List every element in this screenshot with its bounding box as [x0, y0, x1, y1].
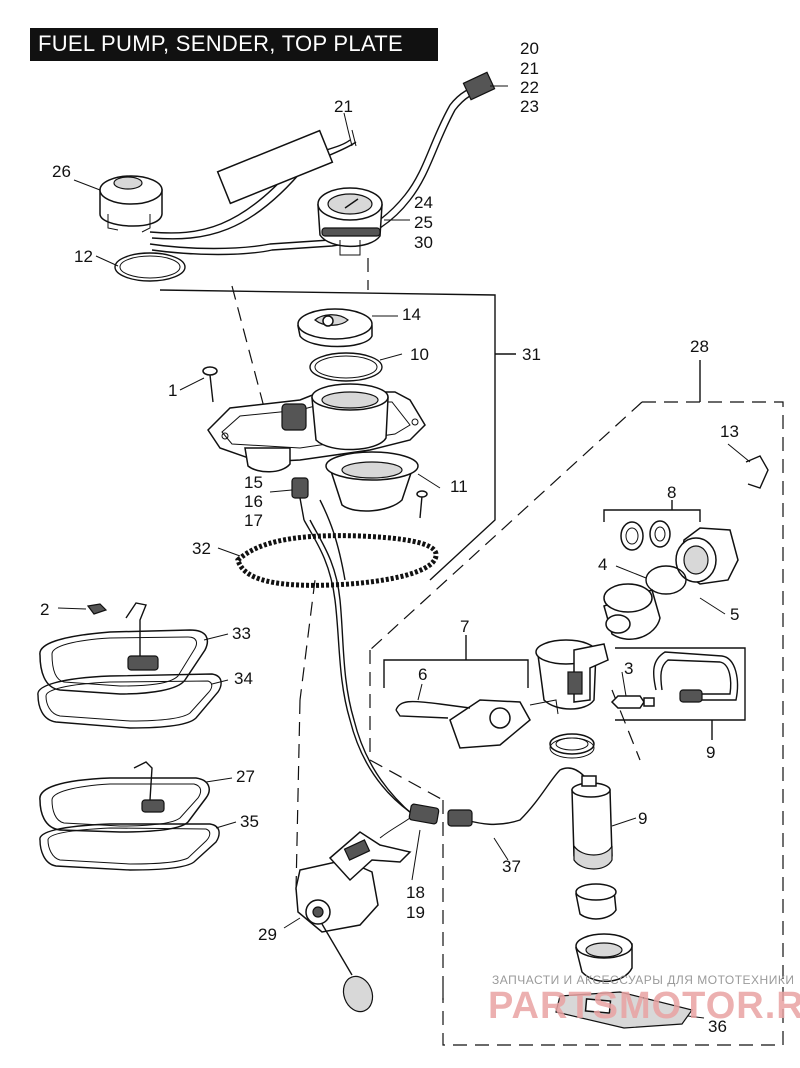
callout-15: 15 [244, 473, 263, 492]
dashed-low-28 [369, 759, 444, 801]
callout-26: 26 [52, 162, 71, 181]
dash-plate-to-sender [299, 579, 316, 701]
o-ring-4 [645, 565, 687, 595]
callout-5: 5 [730, 605, 739, 624]
wire-37 [447, 767, 585, 827]
leader-lines [57, 85, 751, 1019]
screw-1 [202, 366, 218, 403]
callout-9-pump: 9 [638, 809, 647, 828]
hose-9 [652, 651, 739, 703]
cover-14 [297, 308, 373, 348]
callout-24: 24 [414, 193, 433, 212]
fuel-gauge-24 [317, 187, 383, 256]
callout-30: 30 [414, 233, 433, 252]
callout-27: 27 [236, 767, 255, 786]
callout-2: 2 [40, 600, 49, 619]
bracket-31 [159, 289, 496, 581]
regulator-housing [675, 527, 739, 585]
callout-6: 6 [418, 665, 427, 684]
pump-bracket-7 [449, 639, 609, 749]
callout-34: 34 [234, 669, 253, 688]
valve-3 [610, 695, 655, 709]
dash-sender-vert [295, 699, 301, 891]
fuel-pump-9 [571, 775, 613, 870]
strainer-36 [555, 991, 694, 1029]
fuel-sender-29 [295, 831, 412, 1013]
watermark-tagline: ЗАПЧАСТИ И АКСЕССУАРЫ ДЛЯ МОТОТЕХНИКИ [492, 973, 794, 987]
gasket-34 [37, 673, 222, 729]
seal-10 [309, 352, 383, 382]
title-bar [30, 28, 438, 61]
sender-wires [303, 499, 415, 839]
dashed-box-28 [442, 401, 784, 1046]
connector-18 [408, 803, 440, 825]
plate-27 [39, 761, 210, 833]
filter-5 [603, 583, 661, 640]
callout-4: 4 [598, 555, 607, 574]
callout-17: 17 [244, 511, 263, 530]
callout-14: 14 [402, 305, 421, 324]
fuel-cap-26 [99, 175, 163, 233]
wiring-harness-top [149, 71, 496, 256]
callout-9-hose: 9 [706, 743, 715, 762]
callout-12: 12 [74, 247, 93, 266]
wire-6 [395, 700, 471, 719]
callout-7: 7 [460, 617, 469, 636]
top-plate [207, 383, 426, 473]
fittings-8 [620, 520, 671, 551]
callout-1: 1 [168, 381, 177, 400]
callout-3: 3 [624, 659, 633, 678]
adapter-11 [325, 451, 428, 519]
connector-20 [462, 71, 496, 101]
callout-35: 35 [240, 812, 259, 831]
connector-15 [291, 477, 309, 499]
float [342, 975, 374, 1013]
gasket-35 [39, 823, 220, 871]
callout-21: 21 [520, 59, 539, 78]
bracket-8 [603, 509, 701, 522]
callout-20: 20 [520, 39, 539, 58]
callout-18: 18 [406, 883, 425, 902]
wire-sleeve [216, 129, 334, 205]
ring-clamp [549, 733, 595, 759]
assembly-outlines [159, 258, 784, 1046]
callout-37: 37 [502, 857, 521, 876]
clip-13 [745, 455, 769, 489]
callout-33: 33 [232, 624, 251, 643]
callout-36: 36 [708, 1017, 727, 1036]
dash-cap-to-plate [231, 285, 271, 431]
callout-13: 13 [720, 422, 739, 441]
bracket-7 [383, 659, 529, 688]
callout-31: 31 [522, 345, 541, 364]
callout-21-wire: 21 [334, 97, 353, 116]
callout-32: 32 [192, 539, 211, 558]
callout-28: 28 [690, 337, 709, 356]
bracket-9-hose [615, 647, 746, 721]
callout-11: 11 [450, 477, 468, 496]
callout-10: 10 [410, 345, 429, 364]
callout-8: 8 [667, 483, 676, 502]
clip-2 [86, 603, 108, 615]
pump-retainer [575, 883, 633, 983]
gasket-32 [235, 533, 439, 588]
diagram-title: FUEL PUMP, SENDER, TOP PLATE [38, 31, 403, 56]
callout-16: 16 [244, 492, 263, 511]
dashed-diag-28 [369, 401, 643, 651]
callout-25: 25 [414, 213, 433, 232]
callout-22: 22 [520, 78, 539, 97]
callout-19: 19 [406, 903, 425, 922]
callout-29: 29 [258, 925, 277, 944]
callout-labels: 20 21 22 23 21 26 24 25 30 12 14 10 31 1… [40, 39, 739, 1036]
watermark-brand: PARTSMOTOR.RU [488, 985, 800, 1027]
o-ring-12 [114, 252, 186, 282]
watermark: ЗАПЧАСТИ И АКСЕССУАРЫ ДЛЯ МОТОТЕХНИКИ PA… [488, 973, 800, 1027]
callout-23: 23 [520, 97, 539, 116]
